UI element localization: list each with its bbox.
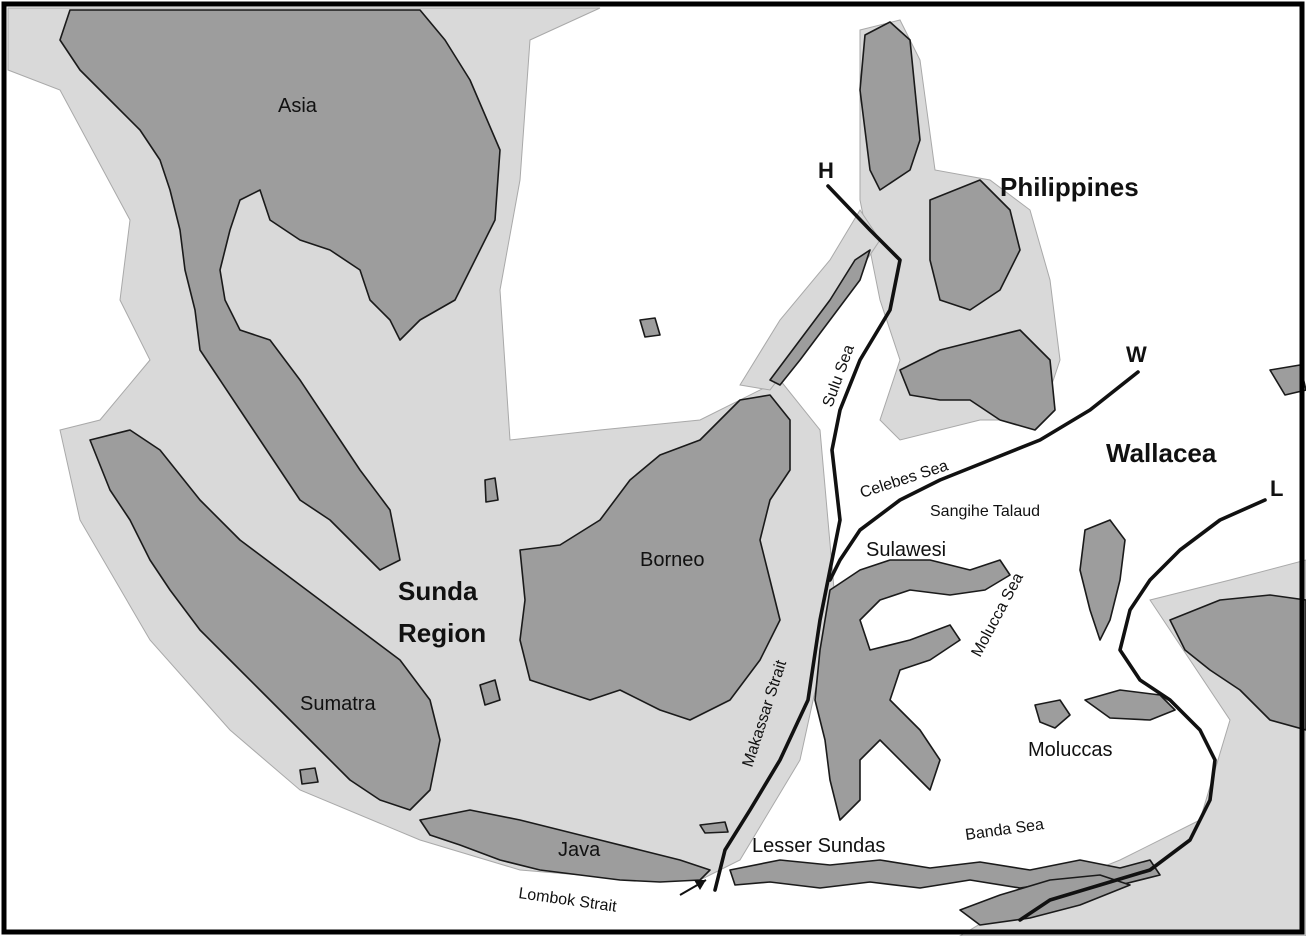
visayas-islands [929,179,1021,311]
label-wallace-line: W [1126,342,1147,367]
label-asia: Asia [278,95,318,117]
mindanao-island [899,329,1056,431]
sulawesi-island [814,559,1011,821]
small-island-e [639,317,661,338]
label-philippines: Philippines [1000,172,1139,202]
label-sulawesi: Sulawesi [866,539,946,561]
wallace-line [828,370,1140,582]
label-region: Region [398,618,486,648]
new-guinea-west [1169,594,1306,731]
sumatra-island [89,429,441,811]
small-island-f [1269,364,1306,396]
buru-island [1034,699,1071,729]
borneo-island [519,394,791,721]
label-sumatra: Sumatra [300,693,376,715]
label-huxley-line: H [818,158,834,183]
asia-mainland [59,9,501,571]
label-celebes-sea: Celebes Sea [858,457,950,502]
label-banda-sea: Banda Sea [964,816,1045,844]
palawan-island [769,249,871,386]
label-sunda: Sunda [398,576,478,606]
label-lombok-strait: Lombok Strait [517,885,618,916]
label-java: Java [558,839,601,861]
label-lydekker-line: L [1270,476,1283,501]
land-masses [59,9,1306,926]
seram-island [1084,689,1176,721]
small-island-d [299,767,319,785]
lombok-arrowhead [694,880,706,890]
label-sangihe-talaud: Sangihe Talaud [930,503,1040,520]
small-island-c [699,821,729,834]
label-borneo: Borneo [640,549,705,571]
label-wallacea: Wallacea [1106,438,1217,468]
small-island-b [484,477,499,503]
label-moluccas: Moluccas [1028,739,1112,761]
huxley-line [713,184,902,892]
lydekker-line [1018,498,1267,922]
luzon-island [859,21,921,191]
halmahera-island [1079,519,1126,641]
label-lesser-sundas: Lesser Sundas [752,835,885,857]
small-island-a [479,679,501,706]
biogeographic-lines [679,184,1267,922]
